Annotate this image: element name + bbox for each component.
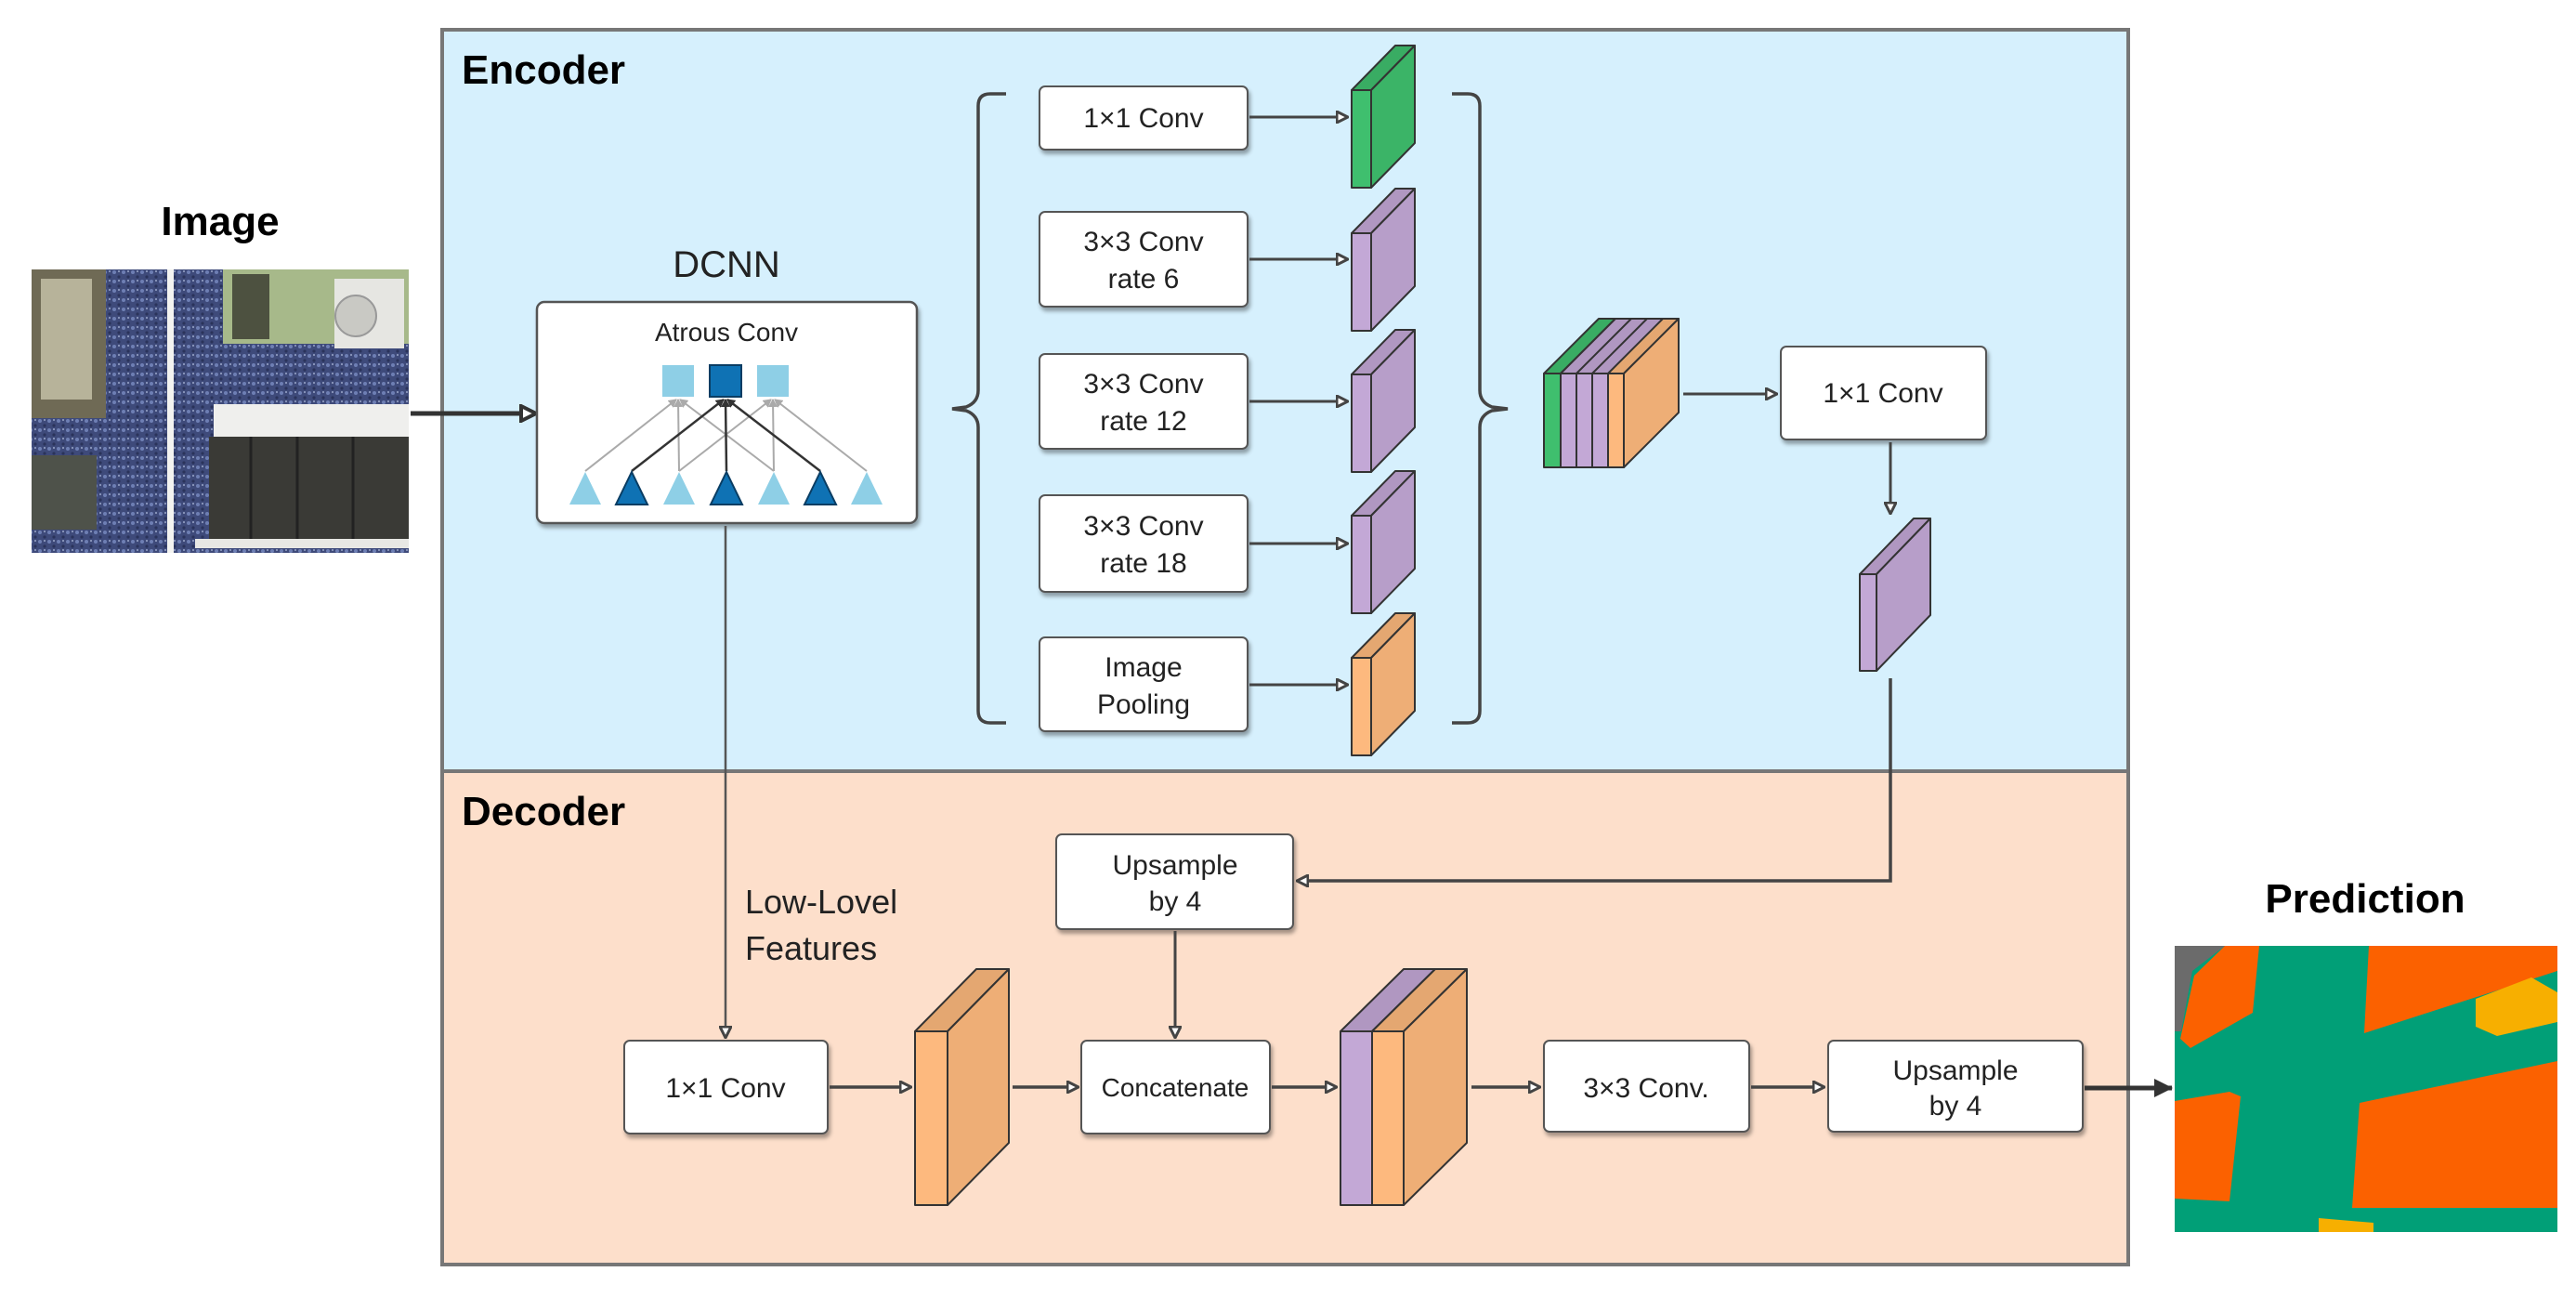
branch-feature-slab — [1351, 329, 1416, 473]
input-triangle — [851, 472, 883, 505]
low-level-conv-box[interactable]: 1×1 Conv — [623, 1040, 829, 1134]
encoder-output-connector — [1298, 678, 1892, 881]
concatenated-feature-stack — [1543, 318, 1680, 468]
branch-label-2: Pooling — [1097, 689, 1190, 720]
output-square-right — [757, 365, 789, 397]
prediction-title: Prediction — [2265, 876, 2465, 922]
branch-label: 1×1 Conv — [1083, 103, 1203, 134]
upsample-b-label-2: by 4 — [1929, 1091, 1982, 1121]
branch-rate: rate 6 — [1108, 264, 1180, 295]
slab-front-face — [1351, 657, 1372, 756]
slab-front-face — [1591, 373, 1610, 468]
feature-slabs — [914, 45, 1931, 1206]
decoder-concat-layer — [1371, 968, 1468, 1206]
aspp-branch-1[interactable]: 1×1 Conv — [1039, 85, 1249, 151]
low-level-label-2: Features — [745, 929, 877, 967]
slab-front-face — [1351, 232, 1372, 332]
input-triangle — [803, 469, 838, 505]
aspp-branch-3[interactable]: 3×3 Conv rate 12 — [1039, 353, 1249, 450]
slab-front-face — [1543, 373, 1562, 468]
branch-rate: rate 12 — [1100, 406, 1186, 437]
decoder-label: Decoder — [462, 789, 625, 834]
dcnn-title: DCNN — [673, 244, 780, 285]
concatenate-box[interactable]: Concatenate — [1080, 1040, 1271, 1134]
encoder-output-slab — [1859, 518, 1931, 672]
low-level-conv-label: 1×1 Conv — [665, 1073, 785, 1104]
upsample-a-label-2: by 4 — [1149, 886, 1202, 917]
slab-front-face — [1340, 1030, 1373, 1206]
low-level-feature-slab — [914, 968, 1010, 1206]
aspp-branch-5[interactable]: Image Pooling — [1039, 636, 1249, 732]
slab-front-face — [1351, 515, 1372, 614]
stack-layer — [1607, 318, 1680, 468]
slab-front-face — [1351, 374, 1372, 473]
upsample-b-label-1: Upsample — [1892, 1055, 2018, 1086]
aspp-branch-4[interactable]: 3×3 Conv rate 18 — [1039, 494, 1249, 593]
slab-front-face — [1607, 373, 1625, 468]
input-triangle — [758, 472, 790, 505]
input-image-title: Image — [161, 199, 279, 244]
concatenate-label: Concatenate — [1102, 1073, 1249, 1102]
aspp-branch-2[interactable]: 3×3 Conv rate 6 — [1039, 211, 1249, 308]
upsample-b-box[interactable]: Upsample by 4 — [1827, 1040, 2084, 1133]
low-level-label-1: Low-Lovel — [745, 883, 897, 921]
left-brace — [951, 92, 1006, 725]
input-triangle — [663, 472, 695, 505]
conv3-label: 3×3 Conv. — [1583, 1073, 1708, 1104]
decoder-concat-slab — [1340, 968, 1468, 1206]
right-brace — [1452, 92, 1509, 725]
input-triangle — [569, 472, 601, 505]
output-square-center — [709, 364, 742, 398]
branch-rate: rate 18 — [1100, 548, 1186, 579]
conv3-box[interactable]: 3×3 Conv. — [1543, 1040, 1750, 1133]
fuse-conv-label: 1×1 Conv — [1823, 378, 1942, 409]
branch-label: 3×3 Conv — [1083, 227, 1203, 257]
fuse-conv-box[interactable]: 1×1 Conv — [1780, 346, 1987, 440]
input-triangle — [709, 469, 744, 505]
slab-front-face — [1859, 573, 1877, 672]
branch-feature-slab — [1351, 188, 1416, 332]
slab-front-face — [1371, 1030, 1405, 1206]
branch-label: Image — [1105, 652, 1182, 683]
atrous-conv-label: Atrous Conv — [655, 318, 798, 347]
slab-front-face — [914, 1030, 948, 1206]
branch-feature-slab — [1351, 470, 1416, 614]
atrous-conv-illustration — [569, 364, 883, 505]
upsample-a-label-1: Upsample — [1112, 850, 1237, 881]
upsample-a-box[interactable]: Upsample by 4 — [1055, 833, 1294, 930]
input-triangle — [614, 469, 649, 505]
prediction-segmentation-map — [2175, 946, 2557, 1232]
branch-label: 3×3 Conv — [1083, 369, 1203, 400]
branch-feature-slab — [1351, 45, 1416, 189]
slab-front-face — [1560, 373, 1578, 468]
input-image — [32, 269, 409, 553]
branch-feature-slab — [1351, 612, 1416, 756]
output-square-left — [662, 365, 694, 397]
encoder-label: Encoder — [462, 47, 625, 93]
branch-label: 3×3 Conv — [1083, 511, 1203, 542]
slab-front-face — [1576, 373, 1594, 468]
slab-front-face — [1351, 89, 1372, 189]
dcnn-box[interactable] — [535, 300, 919, 525]
